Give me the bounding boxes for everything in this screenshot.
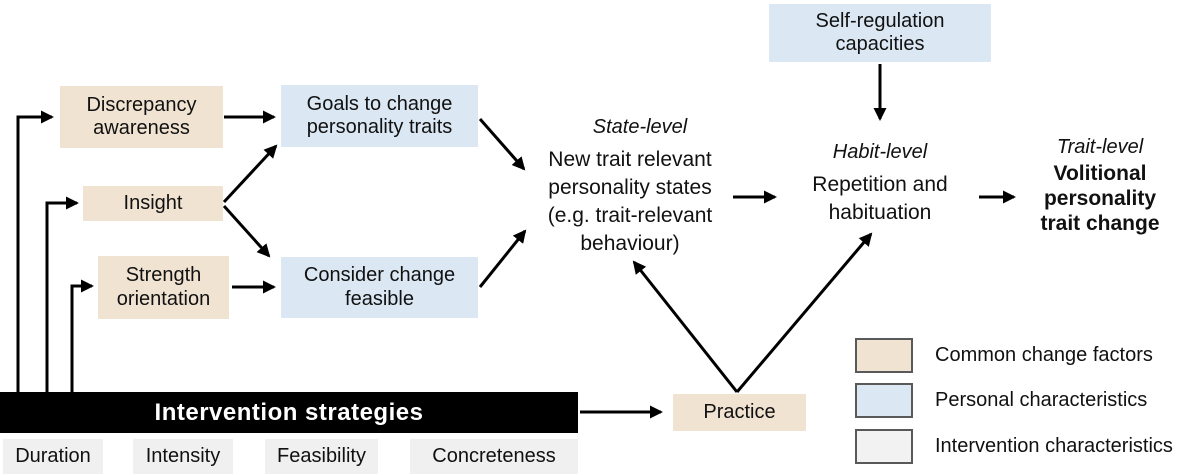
arrow-strategies-to-insight — [45, 196, 79, 392]
legend-item-personal-characteristics: Personal characteristics — [855, 383, 1147, 418]
node-discrepancy-awareness: Discrepancy awareness — [60, 86, 223, 148]
node-insight: Insight — [83, 186, 223, 221]
state-level-label: State-level — [592, 116, 688, 138]
node-practice: Practice — [673, 394, 806, 431]
chip-intensity: Intensity — [133, 439, 233, 474]
chip-concreteness: Concreteness — [410, 439, 578, 474]
legend-item-common-change-factors: Common change factors — [855, 338, 1153, 373]
arrow-strategies-to-discrepancy — [16, 110, 54, 392]
legend-swatch-intervention-characteristics — [855, 429, 913, 464]
trait-level-label: Trait-level — [1056, 136, 1144, 158]
arrow-strategies-to-strength — [70, 279, 94, 392]
chip-duration: Duration — [3, 439, 103, 474]
legend-label-personal-characteristics: Personal characteristics — [935, 389, 1148, 411]
arrow-feasible-to-states — [478, 229, 527, 288]
arrow-insight-to-goals — [222, 144, 278, 204]
arrow-practice-to-states — [632, 260, 739, 393]
node-strength-orientation: Strength orientation — [98, 256, 229, 319]
node-consider-change-feasible: Consider change feasible — [281, 257, 478, 318]
arrow-practice-to-repetition — [735, 232, 873, 393]
arrow-goals-to-states — [478, 118, 526, 171]
legend-swatch-personal-characteristics — [855, 383, 913, 418]
legend-swatch-common-change-factors — [855, 338, 913, 373]
node-self-regulation-capacities: Self-regulation capacities — [769, 4, 991, 62]
chip-feasibility: Feasibility — [265, 439, 378, 474]
intervention-strategies-bar: Intervention strategies — [0, 392, 578, 433]
legend-label-common-change-factors: Common change factors — [935, 344, 1153, 366]
legend-item-intervention-characteristics: Intervention characteristics — [855, 429, 1173, 464]
habit-level-text: Repetition and habituation — [812, 173, 948, 224]
legend-label-intervention-characteristics: Intervention characteristics — [935, 435, 1173, 457]
trait-level-text: Volitional personality trait change — [1040, 162, 1160, 235]
habit-level-label: Habit-level — [832, 141, 928, 163]
arrow-insight-to-feasible — [222, 204, 271, 258]
node-goals-to-change: Goals to change personality traits — [281, 85, 478, 147]
state-level-text: New trait relevant personality states (e… — [547, 148, 713, 255]
